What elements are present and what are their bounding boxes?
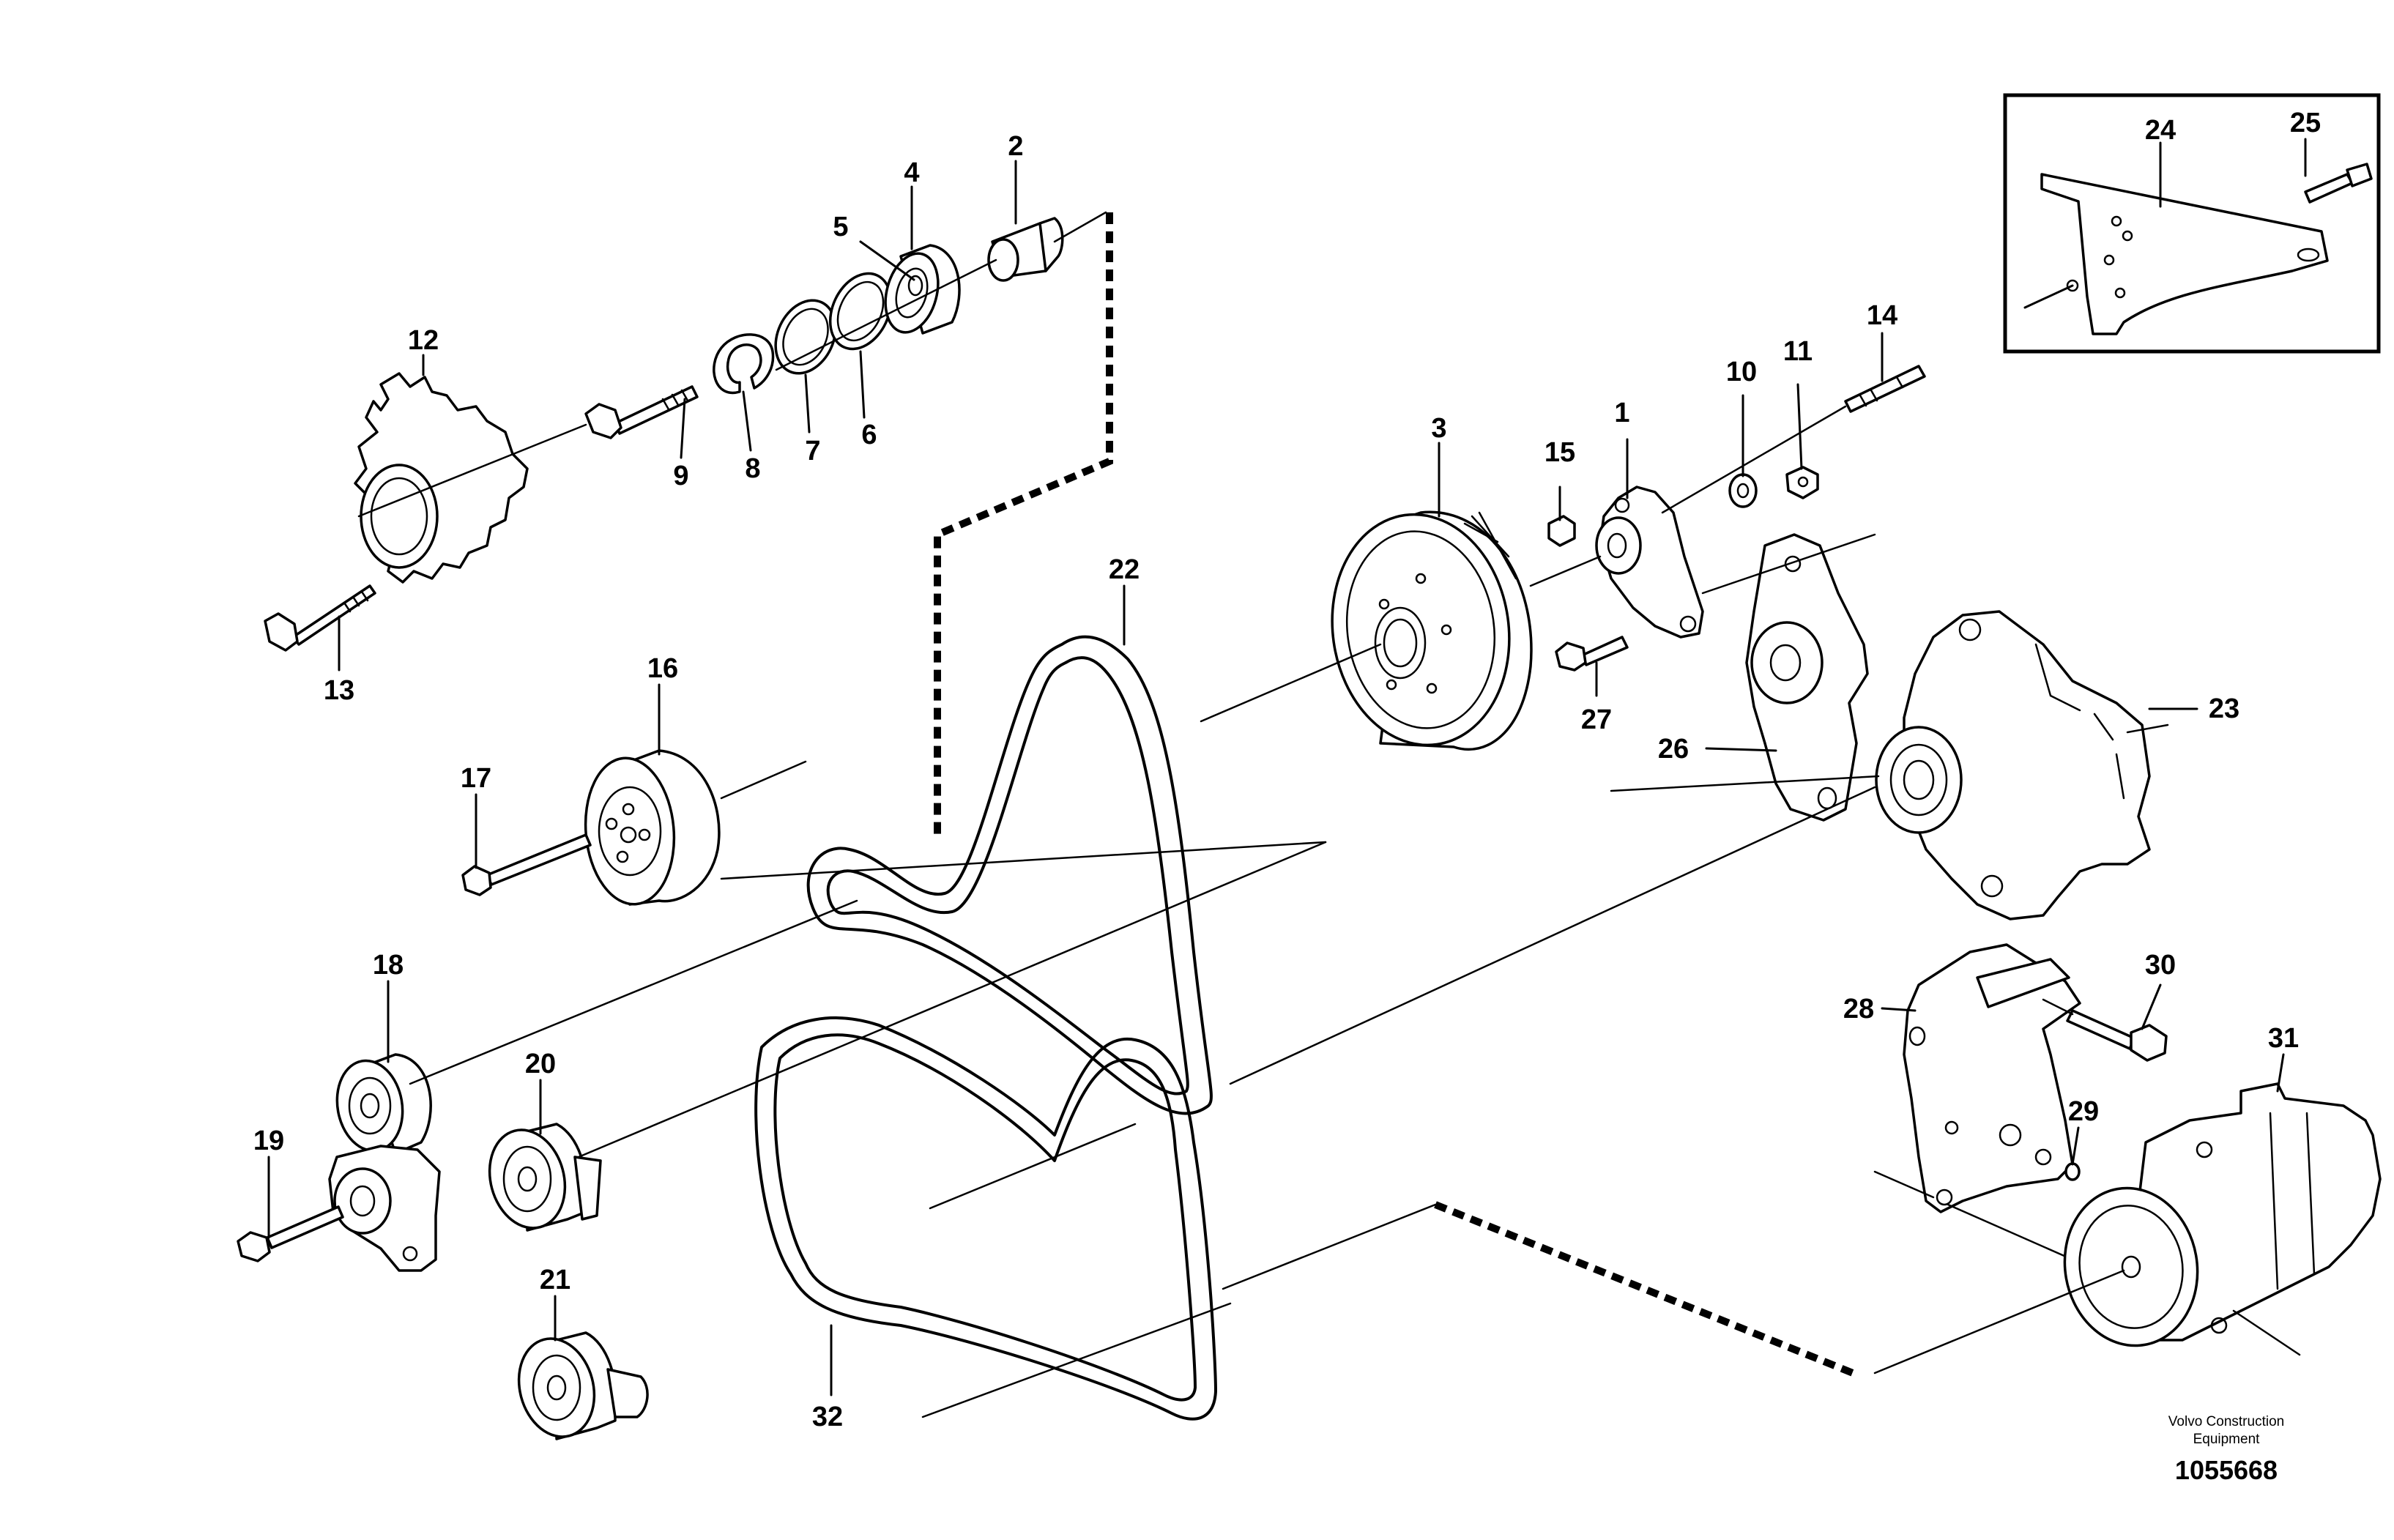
bolt-25-shape[interactable]: [2304, 173, 2354, 204]
part-label-5[interactable]: 5: [833, 212, 848, 242]
bolt-17[interactable]: [461, 833, 592, 896]
washer-5[interactable]: [907, 275, 923, 297]
part-label-14[interactable]: 14: [1867, 300, 1897, 331]
part-number-labels: 2 4 5 6 7 8 9 12 13 22 3 15 1 10 11 14 2…: [253, 108, 2321, 1432]
idler-pulley-16[interactable]: [580, 749, 721, 908]
part-label-16[interactable]: 16: [647, 653, 678, 684]
part-label-18[interactable]: 18: [373, 950, 404, 981]
seal-ring-7[interactable]: [765, 291, 847, 383]
part-label-9[interactable]: 9: [673, 461, 688, 491]
part-label-21[interactable]: 21: [540, 1265, 570, 1295]
publisher-line-2: Equipment: [2193, 1432, 2261, 1447]
ac-compressor-31[interactable]: [2053, 1082, 2382, 1356]
part-label-30[interactable]: 30: [2145, 950, 2176, 981]
part-label-7[interactable]: 7: [805, 436, 820, 466]
part-label-12[interactable]: 12: [408, 325, 439, 356]
part-label-24[interactable]: 24: [2145, 115, 2176, 146]
pulley-3[interactable]: [1317, 503, 1533, 756]
part-label-27[interactable]: 27: [1581, 704, 1612, 735]
impeller-12[interactable]: [354, 372, 529, 584]
idler-pulley-20[interactable]: [479, 1121, 602, 1236]
bracket-1[interactable]: [1595, 486, 1704, 639]
part-label-2[interactable]: 2: [1008, 131, 1023, 162]
part-label-32[interactable]: 32: [812, 1402, 843, 1432]
bolt-19[interactable]: [237, 1205, 344, 1262]
part-label-22[interactable]: 22: [1109, 554, 1140, 585]
publisher-line-1: Volvo Construction: [2168, 1414, 2284, 1429]
tensioner-18[interactable]: [328, 1053, 441, 1272]
document-number: 1055668: [2175, 1455, 2278, 1485]
part-label-28[interactable]: 28: [1843, 994, 1874, 1024]
part-label-23[interactable]: 23: [2209, 693, 2239, 724]
part-label-8[interactable]: 8: [745, 453, 760, 484]
part-label-25[interactable]: 25: [2290, 108, 2321, 138]
inset-bracket-detail: [2003, 93, 2381, 354]
belt-22[interactable]: [806, 635, 1213, 1115]
washer-10[interactable]: [1728, 473, 1758, 508]
part-label-3[interactable]: 3: [1431, 413, 1446, 444]
shaft-2[interactable]: [987, 217, 1064, 282]
bracket-28[interactable]: [1903, 943, 2081, 1213]
diagram-footer: Volvo Construction Equipment 1055668: [2168, 1414, 2284, 1485]
part-label-29[interactable]: 29: [2068, 1096, 2099, 1127]
o-ring-29[interactable]: [2064, 1162, 2081, 1181]
part-label-13[interactable]: 13: [324, 675, 354, 706]
part-label-11[interactable]: 11: [1783, 336, 1813, 367]
part-label-4[interactable]: 4: [904, 157, 919, 188]
part-label-20[interactable]: 20: [525, 1049, 556, 1079]
seal-ring-6[interactable]: [819, 264, 903, 359]
part-label-15[interactable]: 15: [1544, 437, 1575, 468]
part-label-17[interactable]: 17: [461, 763, 491, 794]
bolt-30[interactable]: [2066, 1009, 2168, 1062]
part-label-1[interactable]: 1: [1614, 398, 1629, 428]
alternator-23[interactable]: [1875, 610, 2169, 920]
nut-15[interactable]: [1547, 515, 1576, 547]
bolt-27[interactable]: [1555, 636, 1629, 672]
part-label-31[interactable]: 31: [2268, 1023, 2299, 1054]
part-label-6[interactable]: 6: [861, 420, 877, 450]
bearing-4[interactable]: [877, 244, 961, 338]
retaining-ring-8[interactable]: [713, 333, 775, 395]
bolt-13[interactable]: [264, 584, 376, 652]
idler-pulley-21[interactable]: [508, 1330, 649, 1445]
part-label-26[interactable]: 26: [1658, 734, 1689, 765]
belt-32[interactable]: [754, 1016, 1217, 1421]
stud-14[interactable]: [1844, 365, 1926, 413]
leader-lines: [267, 138, 2307, 1396]
part-label-19[interactable]: 19: [253, 1126, 284, 1156]
part-label-10[interactable]: 10: [1726, 357, 1757, 387]
bracket-24-shape[interactable]: [2040, 173, 2329, 335]
nut-11[interactable]: [1785, 466, 1819, 499]
tensioner-26[interactable]: [1745, 533, 1869, 822]
bolt-9[interactable]: [584, 385, 699, 439]
